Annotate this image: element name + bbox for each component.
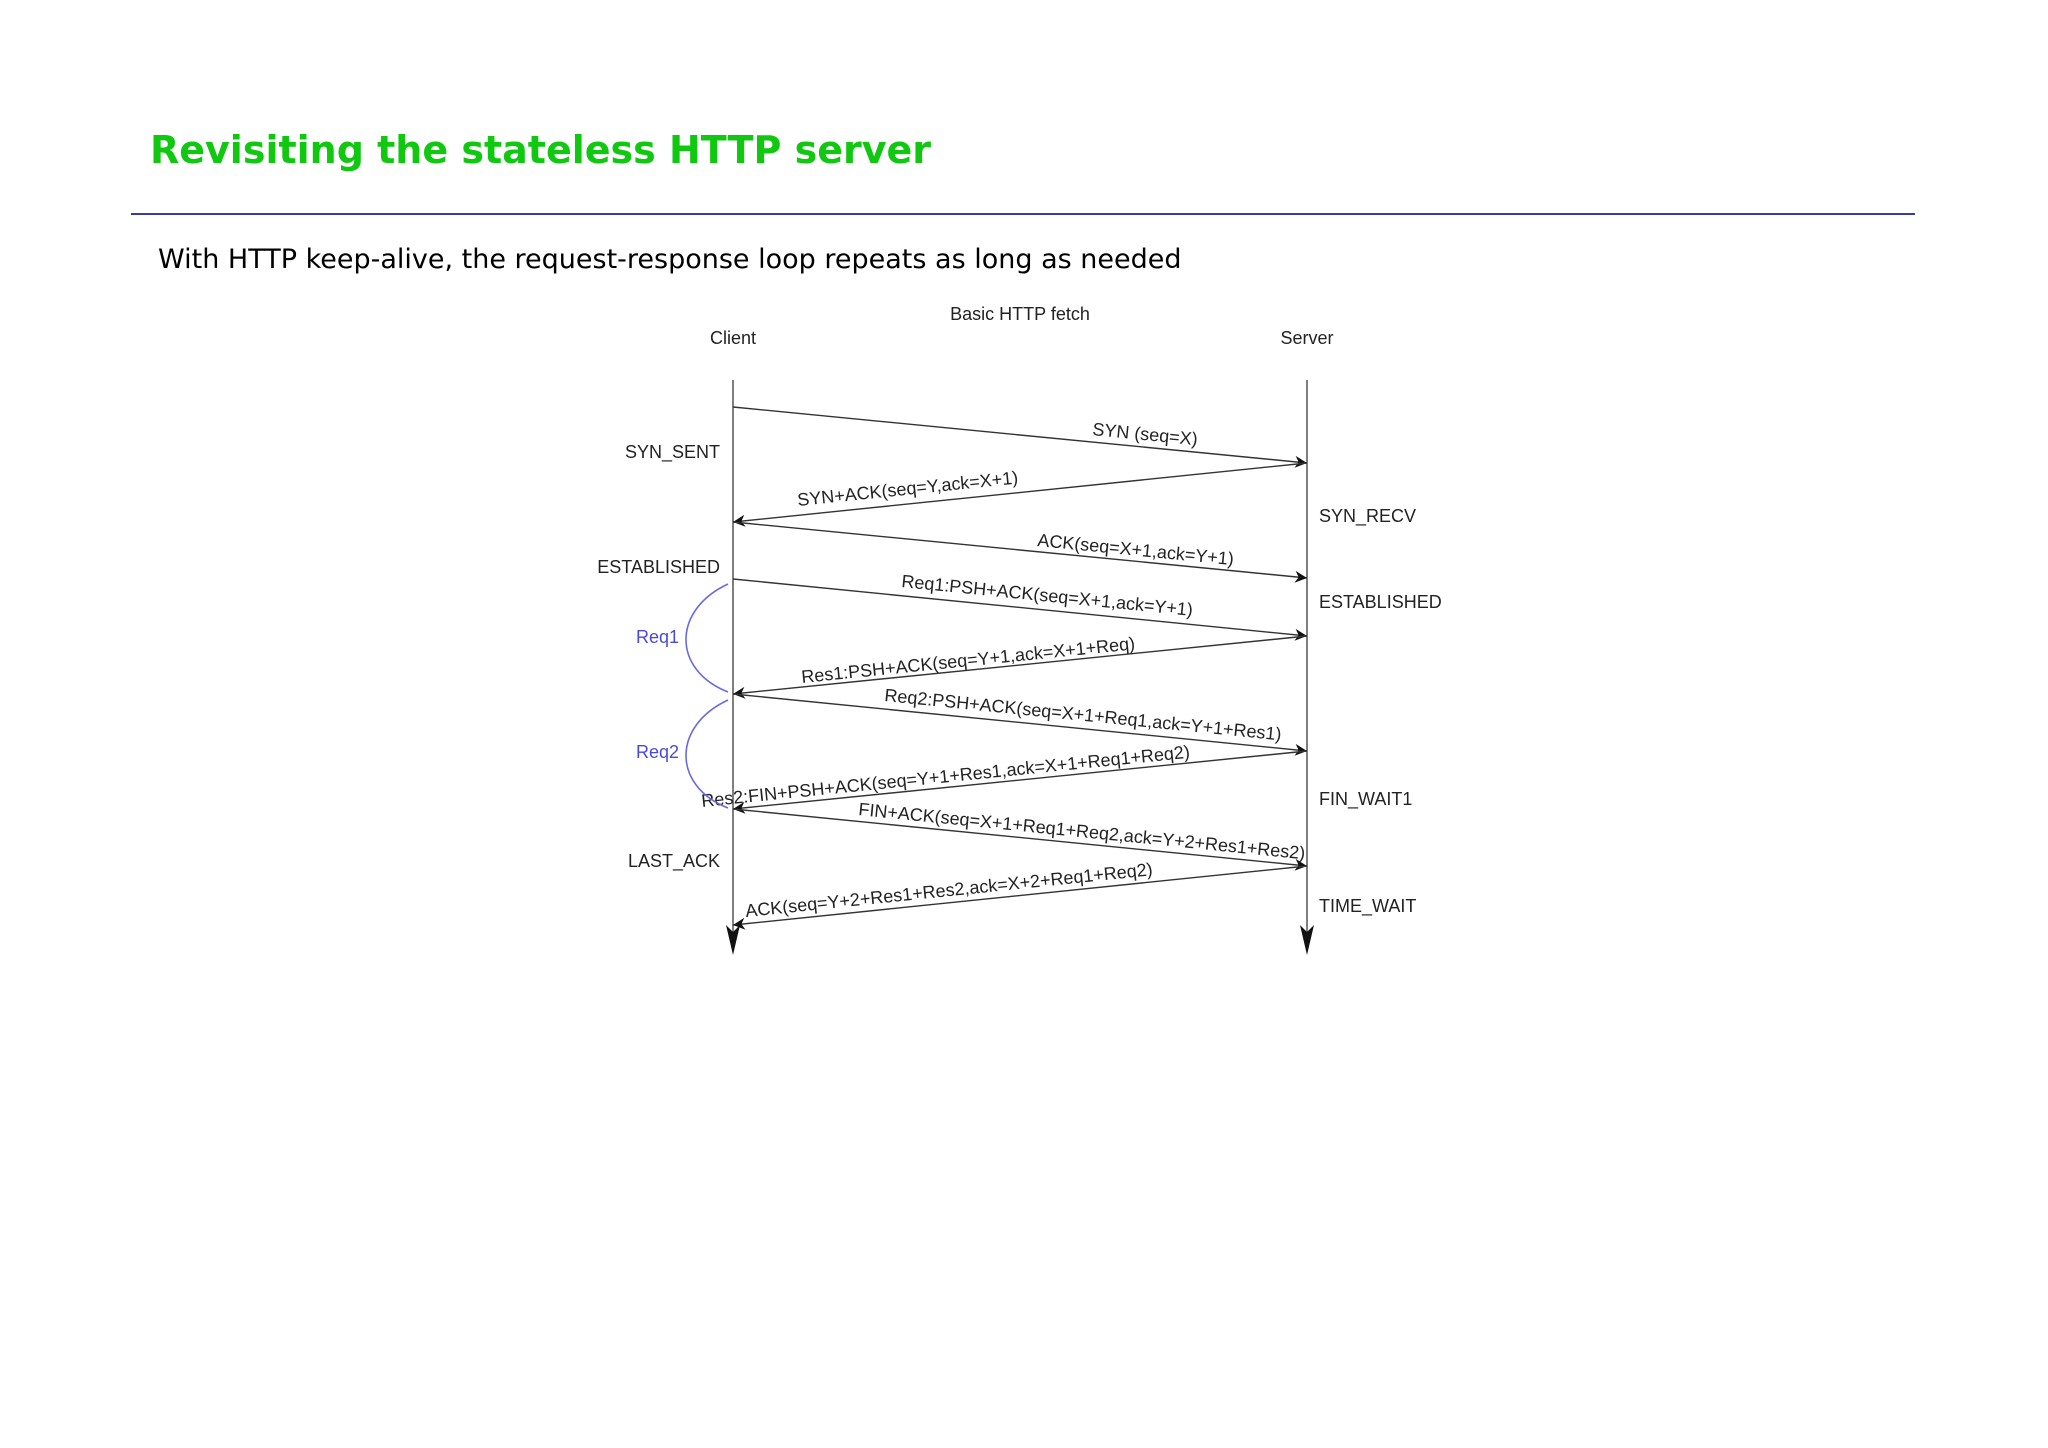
req1-arrow xyxy=(732,578,1308,641)
server-lifeline-arrowhead xyxy=(1300,925,1314,955)
msg-syn: SYN (seq=X) xyxy=(1092,419,1199,449)
server-state-established: ESTABLISHED xyxy=(1319,592,1442,612)
client-lifeline-arrowhead xyxy=(726,925,740,955)
server-state-fin-wait1: FIN_WAIT1 xyxy=(1319,789,1412,810)
diagram-caption: Basic HTTP fetch xyxy=(950,304,1090,324)
syn-ack-arrow xyxy=(732,462,1308,527)
req1-bracket-label: Req1 xyxy=(636,627,679,647)
req2-bracket-label: Req2 xyxy=(636,742,679,762)
msg-res2-fin: Res2:FIN+PSH+ACK(seq=Y+1+Res1,ack=X+1+Re… xyxy=(700,742,1190,811)
client-state-last-ack: LAST_ACK xyxy=(628,851,720,872)
server-state-time-wait: TIME_WAIT xyxy=(1319,896,1416,917)
msg-res1: Res1:PSH+ACK(seq=Y+1,ack=X+1+Req) xyxy=(800,633,1136,687)
msg-req1: Req1:PSH+ACK(seq=X+1,ack=Y+1) xyxy=(901,571,1194,620)
fin-ack-arrow xyxy=(732,808,1308,871)
msg-fin-ack: FIN+ACK(seq=X+1+Req1+Req2,ack=Y+2+Res1+R… xyxy=(858,799,1307,863)
slide-subtitle: With HTTP keep-alive, the request-respon… xyxy=(158,244,1182,275)
msg-final-ack: ACK(seq=Y+2+Res1+Res2,ack=X+2+Req1+Req2) xyxy=(744,859,1153,921)
res2-fin-arrow xyxy=(732,750,1308,814)
client-state-established: ESTABLISHED xyxy=(597,557,720,577)
final-ack-arrow xyxy=(732,865,1308,930)
req2-arrow xyxy=(732,693,1308,756)
title-divider xyxy=(131,213,1915,215)
client-label: Client xyxy=(710,328,756,348)
msg-ack: ACK(seq=X+1,ack=Y+1) xyxy=(1037,530,1235,569)
req2-bracket xyxy=(685,699,729,809)
req1-bracket xyxy=(685,583,729,693)
syn-arrow xyxy=(732,406,1308,468)
slide-title: Revisiting the stateless HTTP server xyxy=(150,128,932,172)
server-label: Server xyxy=(1280,328,1333,348)
res1-arrow xyxy=(732,635,1308,699)
client-state-syn-sent: SYN_SENT xyxy=(625,442,720,463)
ack-arrow xyxy=(732,521,1308,583)
server-state-syn-recv: SYN_RECV xyxy=(1319,506,1416,527)
